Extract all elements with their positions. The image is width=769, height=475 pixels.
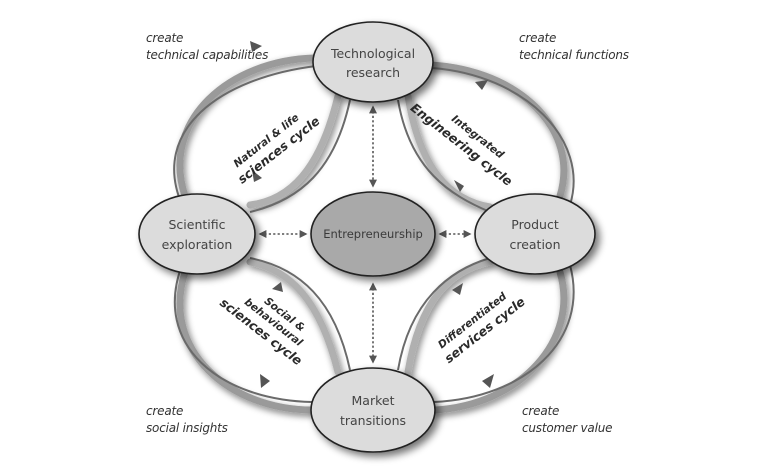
arrow-bottom-to-left (249, 257, 351, 371)
note-line2: technical capabilities (146, 48, 269, 62)
node-label-transitions: transitions (340, 413, 406, 428)
node-market-transitions (310, 367, 436, 453)
arrowhead-icon (250, 41, 262, 52)
node-label-product: Product (511, 217, 559, 232)
arrow-top-to-right (397, 99, 491, 213)
arrowhead-icon (252, 170, 262, 182)
cycle-ring-top-right-inner (404, 92, 494, 211)
arrow-bottom-to-right (433, 264, 575, 403)
cycle-ring-top-left-outer (176, 54, 319, 200)
note-line2: customer value (522, 421, 613, 435)
cycle-label-social-behavioural: Social & behavioural sciences cycle (217, 295, 307, 368)
arrowhead-icon (454, 180, 464, 192)
note-line2: technical functions (519, 48, 629, 62)
cycle-ring-top-left-inner (246, 92, 342, 209)
cycle-ring-bottom-left-inner (246, 258, 342, 376)
node-product-creation (474, 193, 596, 275)
arrow-right-to-bottom (397, 257, 491, 371)
note-technical-functions: create technical functions (519, 30, 629, 64)
arrowhead-icon (272, 282, 283, 292)
node-label-entrepreneurship: Entrepreneurship (323, 227, 423, 241)
note-line1: create (146, 31, 184, 45)
arrow-top-to-left (249, 99, 351, 213)
cycle-label-differentiated-services: Differentiated services cycle (436, 290, 528, 366)
arrowhead-icon (260, 374, 270, 388)
arrow-right-to-top (431, 67, 575, 206)
cycle-label-integrated-engineering: Integrated Engineering cycle (408, 100, 516, 189)
cycle-ring-bottom-right-inner (404, 258, 494, 376)
node-label-exploration: exploration (162, 237, 233, 252)
cycle-ring-bottom-right-outer (431, 268, 568, 414)
note-line1: create (146, 404, 184, 418)
node-label-research: research (346, 65, 400, 80)
cycle-arrows (173, 65, 575, 403)
note-technical-capabilities: create technical capabilities (146, 30, 268, 64)
note-line1: create (522, 404, 560, 418)
note-customer-value: create customer value (522, 403, 613, 437)
note-line2: social insights (146, 421, 228, 435)
arrow-left-to-bottom (173, 264, 313, 403)
entrepreneurship-links (258, 105, 472, 364)
node-scientific-exploration (138, 193, 256, 275)
arrowhead-icon (475, 80, 488, 90)
note-line1: create (519, 31, 557, 45)
node-technological-research (312, 21, 434, 103)
arrow-left-to-top (173, 65, 317, 206)
arrowhead-icon (482, 374, 494, 388)
node-label-market: Market (352, 393, 395, 408)
node-label-technological: Technological (330, 46, 415, 61)
arc-arrow-tips (250, 41, 494, 388)
node-entrepreneurship (310, 191, 436, 277)
note-social-insights: create social insights (146, 403, 228, 437)
node-label-creation: creation (509, 237, 560, 252)
arrowhead-icon (452, 283, 463, 295)
node-label-scientific: Scientific (168, 217, 225, 232)
